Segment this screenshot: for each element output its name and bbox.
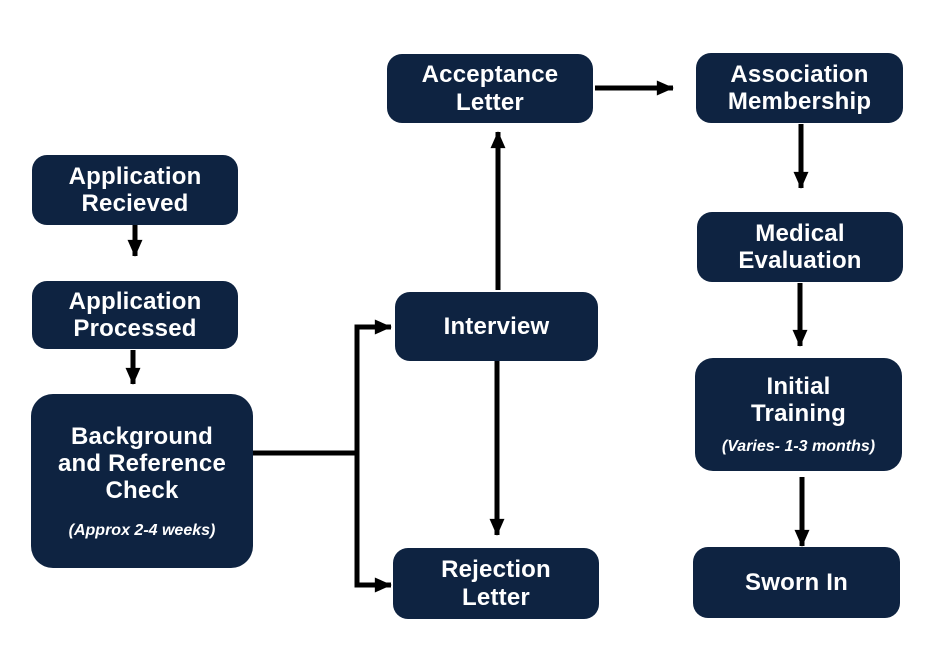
node-interview: Interview xyxy=(395,292,598,361)
node-label: Background and Reference Check xyxy=(58,422,226,504)
node-sworn-in: Sworn In xyxy=(693,547,900,618)
node-label: Acceptance Letter xyxy=(421,61,559,116)
node-label: Medical Evaluation xyxy=(738,219,862,274)
node-label: Association Membership xyxy=(727,60,872,115)
node-label: Interview xyxy=(443,312,550,340)
node-background-check: Background and Reference Check (Approx 2… xyxy=(31,394,253,568)
node-label: Initial Training xyxy=(751,373,846,428)
node-note: (Approx 2-4 weeks) xyxy=(68,521,216,539)
node-application-processed: Application Processed xyxy=(32,281,238,349)
node-label: Application Recieved xyxy=(68,162,202,217)
node-label: Sworn In xyxy=(745,568,848,596)
node-rejection-letter: Rejection Letter xyxy=(393,548,599,619)
node-initial-training: Initial Training (Varies- 1-3 months) xyxy=(695,358,902,471)
node-acceptance-letter: Acceptance Letter xyxy=(387,54,593,123)
node-label: Rejection Letter xyxy=(441,556,551,611)
node-medical-evaluation: Medical Evaluation xyxy=(697,212,903,282)
node-application-received: Application Recieved xyxy=(32,155,238,225)
node-association-membership: Association Membership xyxy=(696,53,903,123)
node-note: (Varies- 1-3 months) xyxy=(721,438,876,456)
node-label: Application Processed xyxy=(68,287,202,342)
